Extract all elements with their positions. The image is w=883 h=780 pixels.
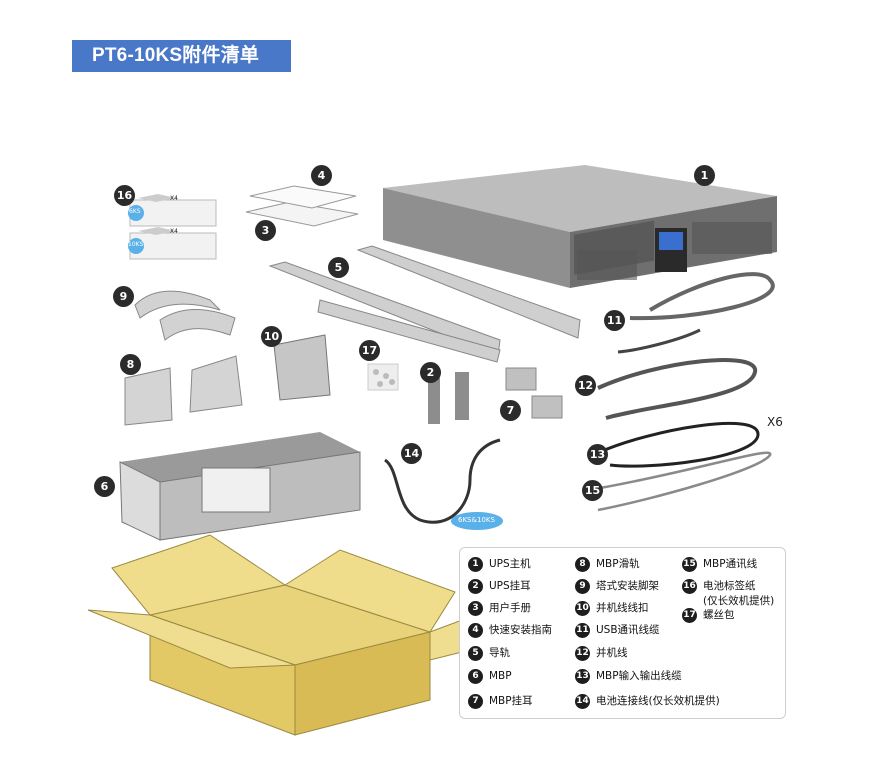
badge-17: 17 bbox=[359, 340, 380, 361]
badge-12: 12 bbox=[575, 375, 596, 396]
legend-text: UPS挂耳 bbox=[489, 580, 531, 592]
legend-item-11: 11 USB通讯线缆 bbox=[575, 623, 660, 638]
legend-item-13: 13 MBP输入输出线缆 bbox=[575, 669, 682, 684]
sticker-6ks-label: 6KS bbox=[129, 208, 141, 215]
mbp-ears-image bbox=[505, 367, 563, 419]
legend-item-17: 17 螺丝包 bbox=[682, 608, 735, 623]
legend-num: 2 bbox=[468, 579, 483, 594]
legend-item-9: 9 塔式安装脚架 bbox=[575, 579, 659, 594]
legend-num: 6 bbox=[468, 669, 483, 684]
badge-3: 3 bbox=[255, 220, 276, 241]
legend-num: 1 bbox=[468, 557, 483, 572]
badge-15: 15 bbox=[582, 480, 603, 501]
badge-6: 6 bbox=[94, 476, 115, 497]
badge-11: 11 bbox=[604, 310, 625, 331]
legend-text: 电池连接线(仅长效机提供) bbox=[596, 695, 720, 707]
mbp-image bbox=[119, 432, 361, 541]
mbp-slide-image bbox=[124, 355, 243, 426]
legend-text: 螺丝包 bbox=[703, 609, 735, 621]
cable-14-label: 6KS&10KS bbox=[458, 516, 495, 524]
legend-item-10: 10 并机线线扣 bbox=[575, 601, 649, 616]
legend-item-6: 6 MBP bbox=[468, 669, 512, 684]
legend-item-2: 2 UPS挂耳 bbox=[468, 579, 531, 594]
cable-clip-image bbox=[273, 334, 331, 401]
legend-num: 9 bbox=[575, 579, 590, 594]
legend-num: 15 bbox=[682, 557, 697, 572]
badge-5: 5 bbox=[328, 257, 349, 278]
legend-text: USB通讯线缆 bbox=[596, 624, 660, 636]
legend-item-14: 14 电池连接线(仅长效机提供) bbox=[575, 694, 720, 709]
legend-num: 11 bbox=[575, 623, 590, 638]
badge-16: 16 bbox=[114, 185, 135, 206]
legend-text: 导轨 bbox=[489, 647, 510, 659]
legend-item-8: 8 MBP滑轨 bbox=[575, 557, 640, 572]
legend-item-7: 7 MBP挂耳 bbox=[468, 694, 533, 709]
legend-num: 16 bbox=[682, 579, 697, 594]
legend-item-16: 16 电池标签纸 (仅长效机提供) bbox=[682, 579, 774, 609]
legend-text: 快速安装指南 bbox=[489, 624, 552, 636]
legend-num: 12 bbox=[575, 646, 590, 661]
manuals-image bbox=[245, 185, 359, 227]
legend-panel: 1 UPS主机 2 UPS挂耳 3 用户手册 4 快速安装指南 5 导轨 6 MBP 7 MB… bbox=[459, 547, 786, 719]
ups-ears-image bbox=[428, 372, 469, 424]
badge-13: 13 bbox=[587, 444, 608, 465]
badge-1: 1 bbox=[694, 165, 715, 186]
legend-text: 塔式安装脚架 bbox=[596, 580, 659, 592]
legend-num: 14 bbox=[575, 694, 590, 709]
legend-num: 10 bbox=[575, 601, 590, 616]
screws-image bbox=[367, 363, 399, 391]
badge-10: 10 bbox=[261, 326, 282, 347]
cables-image bbox=[383, 272, 775, 524]
legend-num: 3 bbox=[468, 601, 483, 616]
legend-text: UPS主机 bbox=[489, 558, 531, 570]
x4-label-b: X4 bbox=[170, 228, 178, 235]
page-title: PT6-10KS附件清单 bbox=[72, 40, 291, 72]
legend-num: 8 bbox=[575, 557, 590, 572]
rails-image bbox=[268, 245, 581, 363]
legend-text: 用户手册 bbox=[489, 602, 531, 614]
x6-label: X6 bbox=[767, 415, 783, 429]
legend-text: 电池标签纸 (仅长效机提供) bbox=[703, 580, 775, 607]
badge-9: 9 bbox=[113, 286, 134, 307]
x4-label-a: X4 bbox=[170, 195, 178, 202]
legend-item-15: 15 MBP通讯线 bbox=[682, 557, 757, 572]
legend-text: 并机线 bbox=[596, 647, 628, 659]
legend-text: MBP通讯线 bbox=[703, 558, 758, 570]
legend-text: MBP输入输出线缆 bbox=[596, 670, 682, 682]
legend-item-12: 12 并机线 bbox=[575, 646, 628, 661]
legend-text: MBP挂耳 bbox=[489, 695, 533, 707]
ups-unit-image bbox=[383, 165, 777, 288]
legend-item-4: 4 快速安装指南 bbox=[468, 623, 552, 638]
sticker-10ks-label: 10KS bbox=[128, 241, 144, 248]
badge-7: 7 bbox=[500, 400, 521, 421]
legend-num: 7 bbox=[468, 694, 483, 709]
legend-num: 13 bbox=[575, 669, 590, 684]
cardboard-box-image bbox=[87, 534, 471, 736]
battery-stickers-image bbox=[128, 194, 217, 260]
legend-num: 17 bbox=[682, 608, 697, 623]
legend-num: 4 bbox=[468, 623, 483, 638]
legend-num: 5 bbox=[468, 646, 483, 661]
cable-14-tag bbox=[451, 512, 503, 530]
badge-14: 14 bbox=[401, 443, 422, 464]
legend-text: 并机线线扣 bbox=[596, 602, 649, 614]
legend-text: MBP滑轨 bbox=[596, 558, 640, 570]
legend-item-3: 3 用户手册 bbox=[468, 601, 531, 616]
tower-feet-image bbox=[134, 290, 236, 341]
legend-item-1: 1 UPS主机 bbox=[468, 557, 531, 572]
badge-8: 8 bbox=[120, 354, 141, 375]
badge-4: 4 bbox=[311, 165, 332, 186]
badge-2: 2 bbox=[420, 362, 441, 383]
legend-text: MBP bbox=[489, 670, 512, 682]
legend-item-5: 5 导轨 bbox=[468, 646, 510, 661]
